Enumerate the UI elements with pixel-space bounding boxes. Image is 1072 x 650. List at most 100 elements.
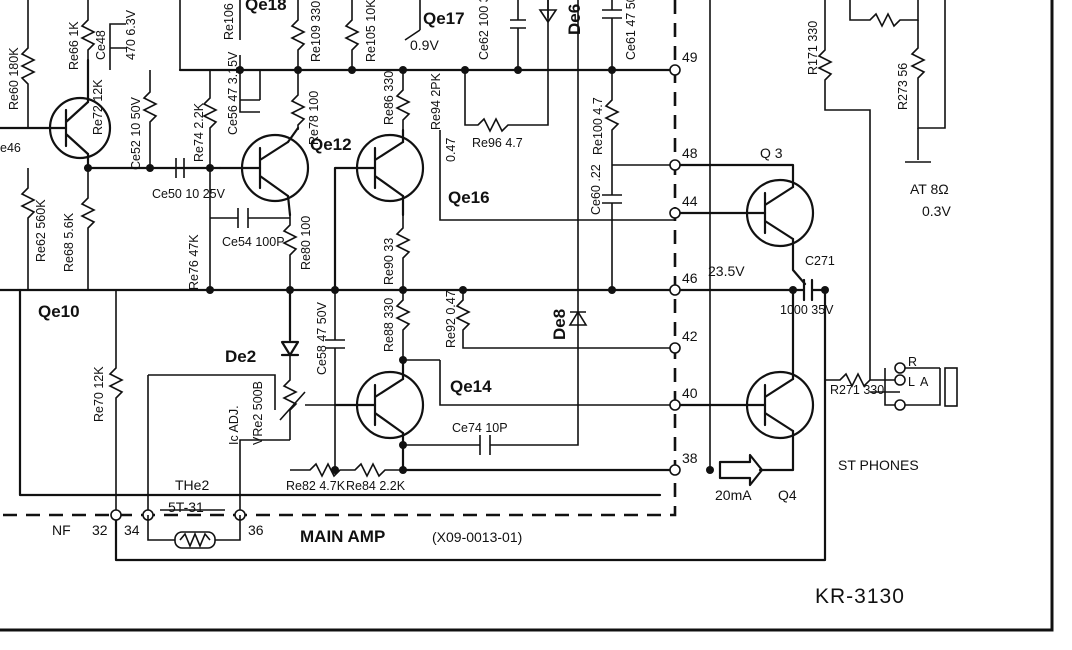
terminal-42: 42 bbox=[682, 328, 698, 344]
current-note: 20mA bbox=[715, 487, 752, 503]
resistor-re72 bbox=[142, 70, 158, 168]
resistor-re74 bbox=[202, 70, 218, 290]
label-the2-part: 5T-31 bbox=[168, 499, 204, 515]
label-jack-r: R bbox=[908, 355, 917, 369]
label-re68: Re68 5.6K bbox=[62, 212, 76, 272]
terminal-49: 49 bbox=[682, 49, 698, 65]
label-de8: De8 bbox=[550, 309, 569, 340]
wire-to-44 bbox=[439, 130, 675, 221]
label-r273: R273 56 bbox=[896, 63, 910, 110]
resistor-re109 bbox=[290, 0, 306, 70]
label-c271-value: 1000 35V bbox=[780, 303, 834, 317]
label-de6: De6 bbox=[565, 4, 584, 35]
label-ce61: Ce61 47 50 bbox=[624, 0, 638, 60]
label-re86: Re86 330 bbox=[382, 71, 396, 125]
resistor-r273 bbox=[910, 0, 946, 129]
resistor-re88 bbox=[395, 290, 411, 360]
label-jack-a: A bbox=[920, 375, 929, 389]
resistor-re70 bbox=[108, 290, 124, 515]
label-de2: De2 bbox=[225, 347, 256, 366]
label-ce46: e46 bbox=[0, 141, 21, 155]
terminal-46: 46 bbox=[682, 270, 698, 286]
label-ce62: Ce62 100 3.1 bbox=[477, 0, 491, 60]
phones-jack bbox=[944, 367, 958, 407]
label-r171: R171 330 bbox=[806, 21, 820, 75]
label-ce50: Ce50 10 25V bbox=[152, 187, 226, 201]
transistor-qe16 bbox=[333, 128, 425, 292]
label-re72: Re72 12K bbox=[91, 79, 105, 135]
label-ce56: Ce56 47 3.15V bbox=[226, 51, 240, 135]
resistor-re68 bbox=[80, 168, 96, 290]
resistors-re82-re84 bbox=[290, 462, 403, 478]
terminal-34: 34 bbox=[124, 522, 140, 538]
label-qe16: Qe16 bbox=[448, 188, 490, 207]
transistor-q3 bbox=[673, 163, 815, 286]
resistor-re105 bbox=[344, 0, 360, 70]
block-boundary bbox=[0, 0, 677, 517]
capacitor-ce61 bbox=[602, 0, 622, 70]
label-ce74: Ce74 10P bbox=[452, 421, 508, 435]
block-part-number: (X09-0013-01) bbox=[432, 529, 522, 545]
wire-to-40 bbox=[439, 360, 675, 406]
load-voltage: 0.3V bbox=[922, 203, 951, 219]
label-re100: Re100 4.7 bbox=[591, 97, 605, 155]
resistor-re86 bbox=[395, 70, 411, 130]
label-re80: Re80 100 bbox=[299, 216, 313, 270]
transistor-q4 bbox=[673, 288, 815, 472]
label-re90: Re90 33 bbox=[382, 238, 396, 285]
label-c271: C271 bbox=[805, 254, 835, 268]
current-arrow bbox=[718, 453, 764, 487]
label-re74: Re74 2.2K bbox=[192, 102, 206, 162]
capacitor-ce48 bbox=[109, 23, 126, 70]
label-qe12: Qe12 bbox=[310, 135, 352, 154]
v09-note: 0.9V bbox=[410, 37, 439, 53]
resistor-re90 bbox=[395, 215, 411, 290]
label-jack-l: L bbox=[908, 375, 915, 389]
label-r271: R271 330 bbox=[830, 383, 884, 397]
label-re70: Re70 12K bbox=[92, 366, 106, 422]
variable-resistor-vre2 bbox=[279, 355, 306, 440]
label-re60: Re60 180K bbox=[7, 47, 21, 110]
label-ce60: Ce60 .22 bbox=[589, 164, 603, 215]
thermistor-wiring bbox=[147, 515, 241, 541]
capacitor-c271 bbox=[114, 278, 827, 562]
label-re106: Re106 10K bbox=[222, 0, 236, 40]
phones-wiring bbox=[870, 367, 941, 406]
page-frame bbox=[0, 0, 1054, 632]
label-qe14: Qe14 bbox=[450, 377, 492, 396]
diode-de2 bbox=[280, 288, 300, 357]
voltage-note: 23.5V bbox=[708, 263, 745, 279]
diode-de6 bbox=[538, 0, 558, 24]
terminal-38: 38 bbox=[682, 450, 698, 466]
terminal-36: 36 bbox=[248, 522, 264, 538]
resistor-re100 bbox=[604, 70, 620, 165]
capacitor-ce60 bbox=[602, 165, 622, 290]
label-re94: Re94 2PK bbox=[429, 72, 443, 130]
resistor-re80 bbox=[282, 215, 298, 290]
label-ce48: Ce48 bbox=[94, 30, 108, 60]
diode-de8 bbox=[568, 0, 588, 326]
terminals bbox=[110, 64, 906, 521]
ground-symbol bbox=[905, 128, 931, 163]
capacitor-ce58 bbox=[325, 290, 345, 470]
label-re76: Re76 47K bbox=[187, 234, 201, 290]
label-re94-value: 0.47 bbox=[444, 138, 458, 162]
resistor-r271 bbox=[825, 372, 900, 388]
load-note: AT 8Ω bbox=[910, 181, 949, 197]
label-ce48-value: 470 6.3V bbox=[124, 9, 138, 60]
label-q3: Q 3 bbox=[760, 145, 783, 161]
resistor-re66 bbox=[80, 0, 96, 60]
wire-top bbox=[179, 0, 421, 70]
label-qe10: Qe10 bbox=[38, 302, 80, 321]
label-the2: THe2 bbox=[175, 477, 209, 493]
capacitor-ce54 bbox=[210, 208, 290, 228]
label-ic-adj: Ic ADJ. bbox=[227, 405, 241, 445]
resistor-top-right bbox=[849, 0, 919, 28]
resistor-re60 bbox=[20, 0, 36, 128]
label-re78: Re78 100 bbox=[307, 91, 321, 145]
label-re96: Re96 4.7 bbox=[472, 136, 523, 150]
label-ce58: Ce58 47 50V bbox=[315, 301, 329, 375]
nf-label: NF bbox=[52, 522, 71, 538]
transistor-qe12 bbox=[218, 126, 310, 217]
